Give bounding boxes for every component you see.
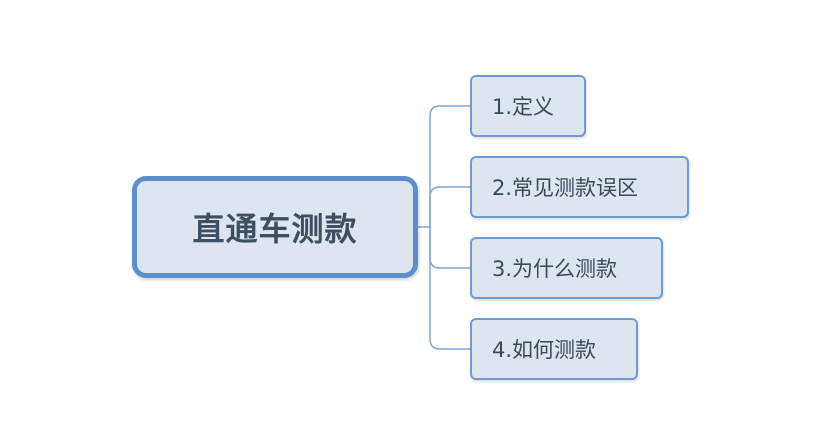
subtopic-label: 3.为什么测款 — [492, 257, 618, 281]
connector-child-4 — [429, 227, 470, 350]
root-topic-label: 直通车测款 — [192, 210, 358, 248]
subtopic-label: 4.如何测款 — [492, 338, 597, 362]
subtopic-label: 1.定义 — [492, 95, 555, 119]
subtopic-label: 2.常见测款误区 — [492, 176, 639, 200]
root-topic[interactable]: 直通车测款 — [132, 176, 418, 278]
connector-child-3 — [429, 227, 470, 269]
subtopic-why-test[interactable]: 3.为什么测款 — [470, 237, 663, 299]
connector-child-1 — [429, 105, 470, 227]
subtopic-definition[interactable]: 1.定义 — [470, 75, 586, 137]
subtopic-common-mistakes[interactable]: 2.常见测款误区 — [470, 156, 689, 218]
connector-child-2 — [429, 186, 470, 227]
subtopic-how-to-test[interactable]: 4.如何测款 — [470, 318, 638, 380]
